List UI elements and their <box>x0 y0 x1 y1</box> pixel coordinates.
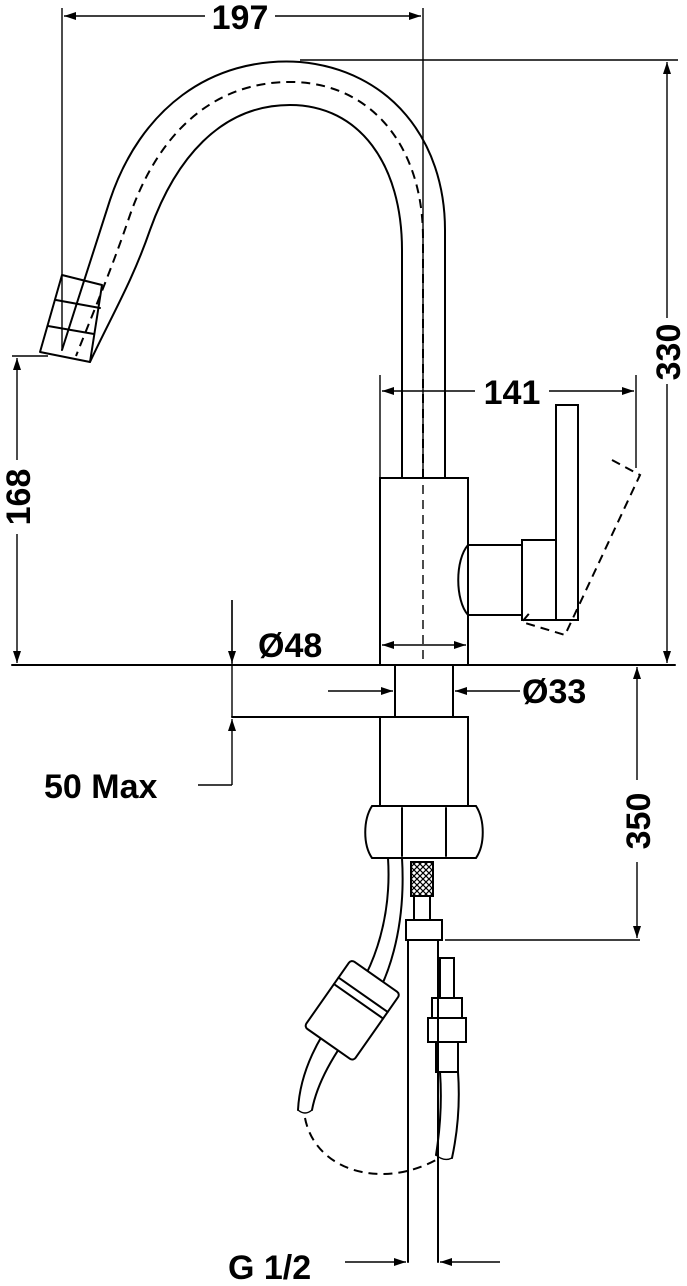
mounting-shank <box>231 664 484 859</box>
label-handle-reach: 141 <box>484 374 541 412</box>
lever-handle <box>457 404 642 637</box>
supply-connector <box>405 861 467 1263</box>
spray-head <box>39 274 103 363</box>
dimension-lines <box>13 12 671 1266</box>
label-overall-height: 330 <box>650 324 687 381</box>
label-shank-diameter: Ø33 <box>522 673 586 711</box>
pull-out-hose <box>297 857 437 1175</box>
label-connection-thread: G 1/2 <box>228 1249 311 1286</box>
label-body-diameter: Ø48 <box>258 627 322 665</box>
label-overall-reach: 197 <box>212 0 269 37</box>
label-hose-length: 350 <box>620 793 658 850</box>
label-spout-height: 168 <box>0 469 38 526</box>
faucet-body <box>379 470 469 666</box>
spout <box>61 60 446 479</box>
extension-lines <box>12 8 678 941</box>
label-max-deck-thickness: 50 Max <box>44 768 157 806</box>
